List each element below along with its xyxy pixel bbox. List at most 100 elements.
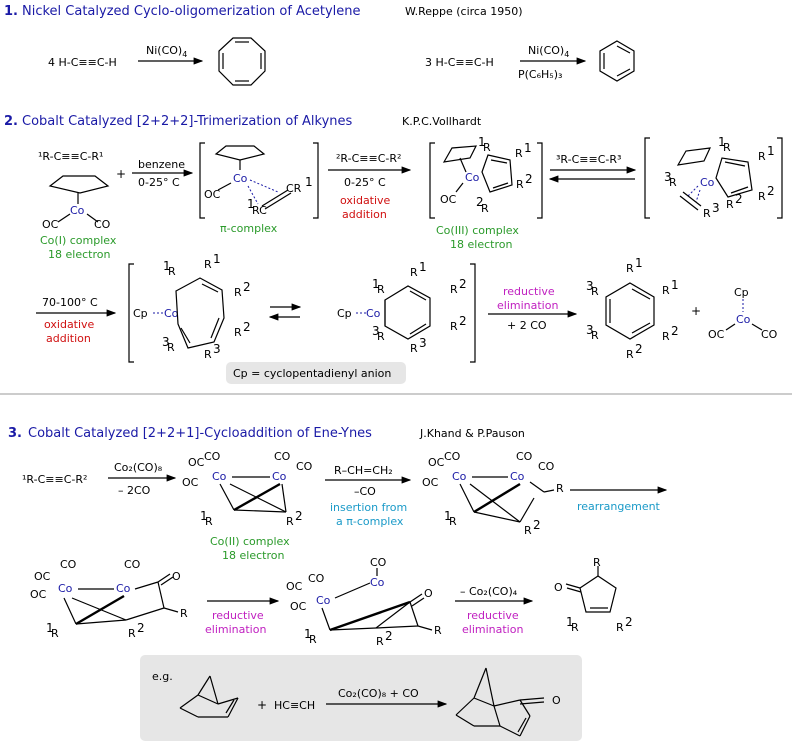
svg-text:1: 1 — [163, 259, 171, 273]
svg-text:1: 1 — [247, 197, 255, 211]
svg-text:Co: Co — [164, 307, 179, 320]
eg-label: e.g. — [152, 670, 173, 683]
svg-text:OC: OC — [440, 193, 457, 206]
svg-text:1: 1 — [305, 175, 313, 189]
cond32-top: R–CH=CH₂ — [334, 464, 393, 477]
cond32-note1: insertion from — [330, 501, 407, 514]
section1-title: Nickel Catalyzed Cyclo-oligomerization o… — [22, 4, 361, 19]
svg-text:1: 1 — [200, 509, 208, 523]
cond32-note2: a π-complex — [336, 515, 404, 528]
svg-text:3: 3 — [419, 336, 427, 350]
svg-text:R: R — [483, 141, 491, 154]
svg-text:Co: Co — [736, 313, 751, 326]
cond4-top: 70-100° C — [42, 296, 98, 309]
svg-text:2: 2 — [476, 195, 484, 209]
svg-text:R: R — [758, 150, 766, 163]
svg-text:1: 1 — [478, 135, 486, 149]
svg-text:Co: Co — [700, 176, 715, 189]
svg-text:Co: Co — [58, 582, 73, 595]
cond2-bottom: 0-25° C — [344, 176, 386, 189]
svg-text:CO: CO — [60, 558, 77, 571]
svg-text:2: 2 — [533, 518, 541, 532]
svg-text:R: R — [168, 265, 176, 278]
svg-text:1: 1 — [372, 277, 380, 291]
svg-text:R: R — [626, 262, 634, 275]
svg-text:OC: OC — [428, 456, 445, 469]
svg-text:1: 1 — [566, 615, 574, 629]
section3-credit: J.Khand & P.Pauson — [419, 427, 525, 440]
svg-text:R: R — [758, 190, 766, 203]
co1-label2: 18 electron — [48, 248, 110, 261]
svg-text:R: R — [516, 178, 524, 191]
eg-plus: + — [257, 698, 267, 712]
svg-text:1: 1 — [524, 141, 532, 155]
svg-text:1: 1 — [419, 260, 427, 274]
svg-text:R: R — [286, 515, 294, 528]
red1-2: elimination — [205, 623, 266, 636]
svg-text:Co: Co — [116, 582, 131, 595]
co2-label1: Co(II) complex — [210, 535, 290, 548]
svg-text:CO: CO — [94, 218, 111, 231]
svg-text:R: R — [450, 320, 458, 333]
cond5-note2: elimination — [497, 299, 558, 312]
alkyne-r1: ¹R-C≡≡C-R¹ — [38, 150, 103, 163]
svg-text:2: 2 — [243, 280, 251, 294]
svg-text:R: R — [524, 524, 532, 537]
svg-text:R: R — [591, 329, 599, 342]
cond2-note2: addition — [342, 208, 387, 221]
ni-reagent-2: Ni(CO)4 — [528, 44, 569, 59]
svg-text:1: 1 — [444, 509, 452, 523]
cond31-bottom: – 2CO — [118, 484, 151, 497]
svg-text:OC: OC — [290, 600, 307, 613]
svg-text:R: R — [376, 635, 384, 648]
svg-text:O: O — [554, 581, 563, 594]
svg-text:CO: CO — [538, 460, 555, 473]
svg-text:R: R — [180, 607, 188, 620]
section2-title: Cobalt Catalyzed [2+2+2]-Trimerization o… — [22, 114, 353, 129]
svg-text:R: R — [571, 621, 579, 634]
svg-text:R: R — [204, 258, 212, 271]
svg-text:R: R — [662, 284, 670, 297]
cyclooctatetraene — [218, 37, 266, 86]
cond5-bottom: + 2 CO — [507, 319, 547, 332]
svg-text:3: 3 — [586, 279, 594, 293]
cpco-co2-regenerated: Cp Co OC CO — [708, 286, 778, 341]
svg-text:3: 3 — [586, 323, 594, 337]
svg-text:R: R — [309, 633, 317, 646]
svg-text:2: 2 — [243, 320, 251, 334]
svg-text:R: R — [51, 627, 59, 640]
svg-text:OC: OC — [34, 570, 51, 583]
svg-text:2: 2 — [459, 277, 467, 291]
svg-text:R: R — [410, 266, 418, 279]
svg-text:R: R — [556, 482, 564, 495]
svg-text:R: R — [410, 342, 418, 355]
ni-reagent-1: Ni(CO)4 — [146, 44, 187, 59]
co3-label2: 18 electron — [450, 238, 512, 251]
svg-text:2: 2 — [137, 621, 145, 635]
svg-text:R: R — [128, 627, 136, 640]
svg-text:CO: CO — [761, 328, 778, 341]
svg-text:RC: RC — [252, 204, 267, 217]
alkyne-r1r2: ¹R-C≡≡C-R² — [22, 473, 87, 486]
svg-text:Co: Co — [272, 470, 287, 483]
svg-text:O: O — [424, 587, 433, 600]
cond33-top: – Co₂(CO)₄ — [460, 585, 518, 598]
rearrangement: rearrangement — [577, 500, 661, 513]
svg-text:R: R — [703, 207, 711, 220]
co3-label1: Co(III) complex — [436, 224, 519, 237]
svg-text:OC: OC — [188, 456, 205, 469]
cond4-note2: addition — [46, 332, 91, 345]
svg-text:R: R — [723, 141, 731, 154]
cpco-co2: Co OC CO — [42, 175, 111, 231]
section2-number: 2. — [4, 114, 18, 129]
cond1-top: benzene — [138, 158, 185, 171]
cond5-note1: reductive — [503, 285, 555, 298]
